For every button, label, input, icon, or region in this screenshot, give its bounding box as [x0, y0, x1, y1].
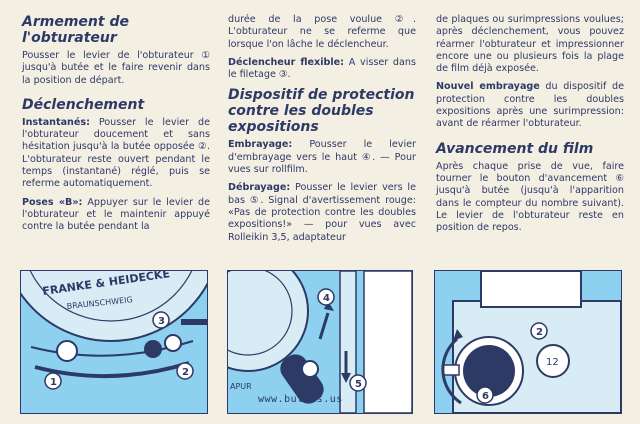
heading-avancement: Avancement du film [436, 140, 594, 157]
lens-label: APUR [230, 382, 252, 391]
column-1: Armement de l'obturateur Pousser le levi… [22, 14, 210, 240]
arrow-up [318, 312, 330, 340]
lever-travel-arrow [34, 361, 190, 379]
paragraph-pose-cont: durée de la pose voulue ②. L'obturateur … [228, 14, 416, 50]
lens-inner-ring [29, 271, 193, 322]
heading-armement: Armement de l'obturateur [22, 14, 129, 46]
knob-crank [442, 364, 460, 376]
arrow-down-head [341, 373, 351, 383]
paragraph-debrayage: Débrayage: Pousser le levier vers le bas… [228, 182, 416, 243]
lever-knob-right [144, 340, 162, 358]
callout-4 [317, 288, 335, 306]
advance-knob [463, 345, 515, 397]
heading-declenchement: Déclenchement [22, 96, 145, 113]
lead-flexible: Déclencheur flexible: [228, 56, 344, 68]
release-knob [164, 334, 182, 352]
heading-dispositif: Dispositif de protection contre les doub… [228, 87, 415, 136]
counter-number: 12 [546, 357, 559, 368]
figure-film-advance: 12 2 6 [434, 270, 622, 414]
paragraph-flexible: Déclencheur flexible: A visser dans le f… [228, 57, 416, 82]
callout-1 [44, 372, 62, 390]
lead-nouvel: Nouvel embrayage [436, 81, 540, 93]
film-advance-illustration: 12 2 6 [441, 271, 621, 413]
callout-4-label: 4 [323, 293, 330, 304]
camera-side-panel [363, 271, 412, 413]
rotation-arrow-head [453, 329, 463, 341]
lever-handle [280, 354, 324, 404]
callout-2b [530, 322, 548, 340]
column-3: de plaques ou surimpressions voulues; ap… [436, 14, 624, 240]
shutter-illustration: FRANKE & HEIDECKE BRAUNSCHWEIG 1 2 3 [21, 271, 207, 390]
lead-embrayage: Embrayage: [228, 139, 293, 151]
double-exposure-illustration: APUR 4 5 [228, 271, 412, 413]
paragraph-embrayage: Embrayage: Pousser le levier d'embrayage… [228, 139, 416, 176]
column-2: durée de la pose voulue ②. L'obturateur … [228, 14, 416, 250]
watermark: www.butkus.us [258, 394, 343, 405]
arrow-up-head [324, 301, 334, 311]
text-debrayage: Pousser le levier vers le bas ⑤. Signal … [228, 182, 416, 243]
lead-instantanes: Instantanés: [22, 116, 90, 128]
lever-knob-left [56, 340, 78, 362]
callout-6 [476, 386, 494, 404]
callout-6-label: 6 [482, 391, 489, 402]
paragraph-armement: Pousser le levier de l'obturateur ① jusq… [22, 50, 210, 86]
figure-double-exposure-lever: APUR 4 5 [227, 270, 413, 414]
cable-release-socket [181, 319, 207, 325]
callout-3 [152, 311, 170, 329]
text-embrayage: Pousser le levier d'embrayage vers le ha… [228, 139, 416, 176]
paragraph-instantanes: Instantanés: Pousser le levier de l'obtu… [22, 117, 210, 191]
text-poses: Appuyer sur le levier de l'obturateur et… [22, 196, 210, 233]
paragraph-nouvel-embrayage: Nouvel embrayage du dispositif de protec… [436, 81, 624, 130]
text-flexible: A visser dans le filetage ③. [228, 56, 416, 81]
lens-inner [228, 271, 293, 356]
callout-2b-label: 2 [536, 327, 543, 338]
viewfinder-hood [480, 271, 582, 308]
text-instantanes: Pousser le levier de l'obturateur doucem… [22, 116, 210, 190]
callout-3-label: 3 [158, 316, 165, 327]
camera-side-plate [339, 271, 357, 413]
lever-pivot [301, 360, 319, 378]
paragraph-poses: Poses «B»: Appuyer sur le levier de l'ob… [22, 197, 210, 234]
callout-5 [349, 374, 367, 392]
callout-5-label: 5 [355, 379, 362, 390]
text-nouvel: du dispositif de protection contre les d… [436, 81, 624, 130]
figure-shutter-lever: FRANKE & HEIDECKE BRAUNSCHWEIG 1 2 3 [20, 270, 208, 414]
callout-2 [176, 362, 194, 380]
paragraph-avancement: Après chaque prise de vue, faire tourner… [436, 160, 624, 234]
callout-2-label: 2 [182, 367, 189, 378]
lead-debrayage: Débrayage: [228, 182, 291, 194]
lead-poses: Poses «B»: [22, 196, 83, 208]
lens-body [228, 271, 309, 372]
paragraph-plaques-cont: de plaques ou surimpressions voulues; ap… [436, 14, 624, 75]
frame-counter [536, 344, 570, 378]
callout-1-label: 1 [50, 377, 57, 388]
rotation-arrow [441, 337, 462, 405]
